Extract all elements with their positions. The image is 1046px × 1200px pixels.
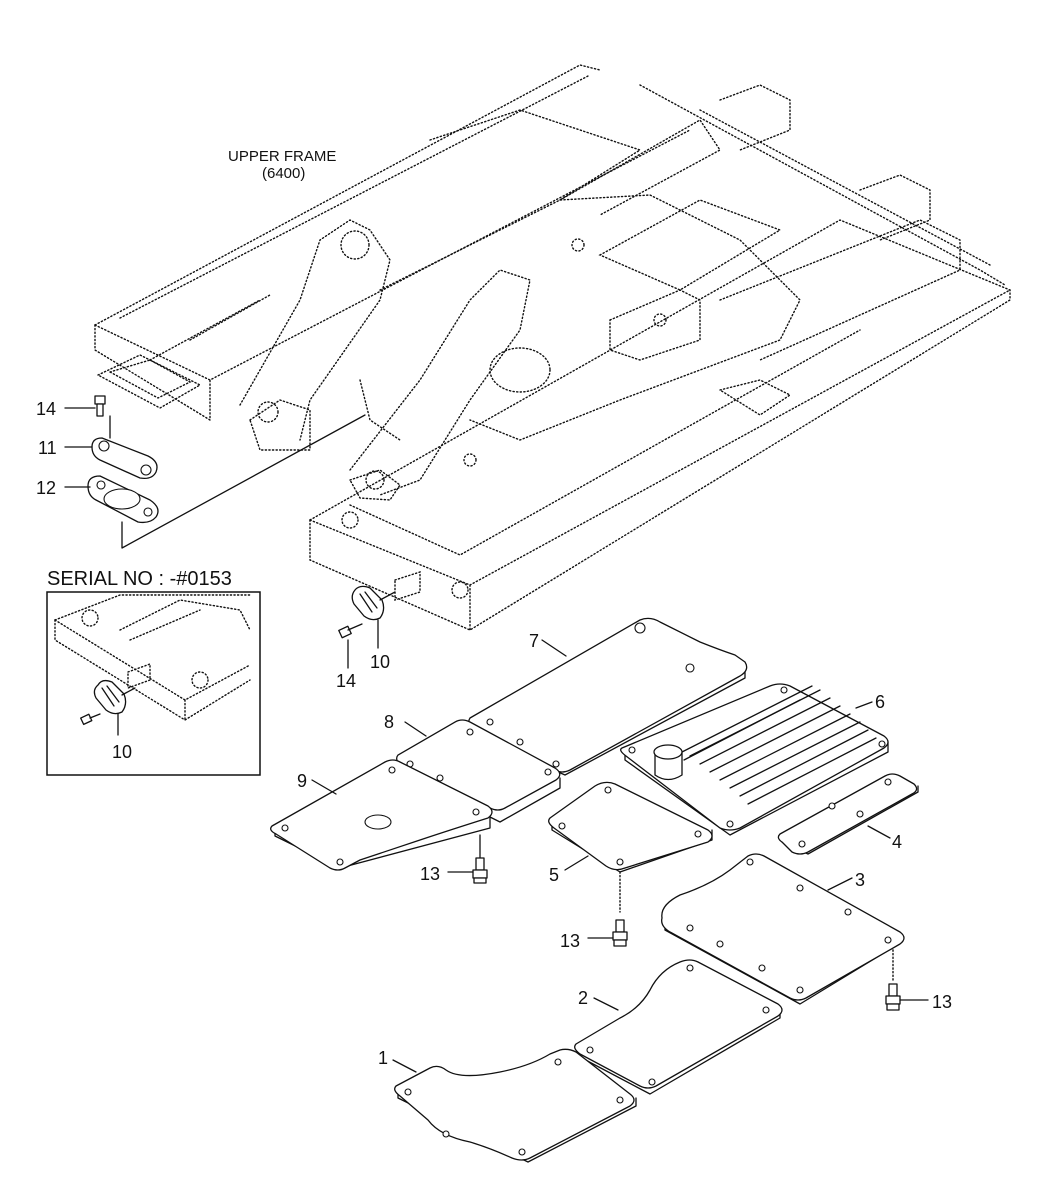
leader-4 (867, 825, 891, 839)
floor-plate-3 (661, 853, 905, 1005)
callout-8: 8 (384, 712, 394, 732)
leader-8 (404, 721, 427, 737)
leader-5 (564, 855, 589, 871)
callout-5: 5 (549, 865, 559, 885)
filler-cap (653, 744, 683, 781)
callout-12: 12 (36, 478, 56, 498)
grommet-10 (351, 585, 396, 621)
leader-2 (593, 997, 619, 1011)
upper-frame (94, 64, 1011, 631)
bolt-13-center (612, 871, 628, 947)
callout-9: 9 (297, 771, 307, 791)
leader-3 (827, 877, 853, 891)
callout-4: 4 (892, 832, 902, 852)
inset-frame-detail (54, 594, 251, 721)
inset-box (46, 591, 261, 776)
gasket-12 (87, 475, 159, 524)
leader-to-frame (121, 414, 366, 549)
callout-13b: 13 (560, 931, 580, 951)
bolt-14-left (94, 395, 106, 417)
cover-plate-11 (91, 437, 158, 480)
leader-9 (311, 779, 337, 795)
callout-13a: 13 (420, 864, 440, 884)
frame-title-line1: UPPER FRAME (228, 148, 336, 165)
bolt-13-right (885, 949, 901, 1011)
callout-2: 2 (578, 988, 588, 1008)
callout-3: 3 (855, 870, 865, 890)
inset-serial-label: SERIAL NO : -#0153 (47, 568, 232, 590)
inset-callout-10: 10 (112, 742, 132, 762)
callout-1: 1 (378, 1048, 388, 1068)
callout-11: 11 (38, 438, 57, 458)
callout-14a: 14 (36, 399, 56, 419)
callout-14b: 14 (336, 671, 356, 691)
frame-title-line2: (6400) (262, 165, 305, 182)
leader-1 (392, 1059, 417, 1073)
vent-plate-6 (620, 683, 889, 836)
callout-7: 7 (529, 631, 539, 651)
bolt-13-left (472, 834, 488, 884)
callout-6: 6 (875, 692, 885, 712)
bolt-14-frame (338, 623, 363, 639)
cover-plate-4 (777, 773, 919, 855)
floor-plate-1 (394, 1048, 637, 1163)
floor-plate-9 (270, 759, 493, 871)
leader-7 (541, 639, 567, 657)
floor-plate-2 (574, 959, 783, 1095)
callout-13c: 13 (932, 992, 952, 1012)
inset-grommet-10 (80, 679, 136, 726)
leader-6 (855, 701, 873, 709)
callout-10: 10 (370, 652, 390, 672)
